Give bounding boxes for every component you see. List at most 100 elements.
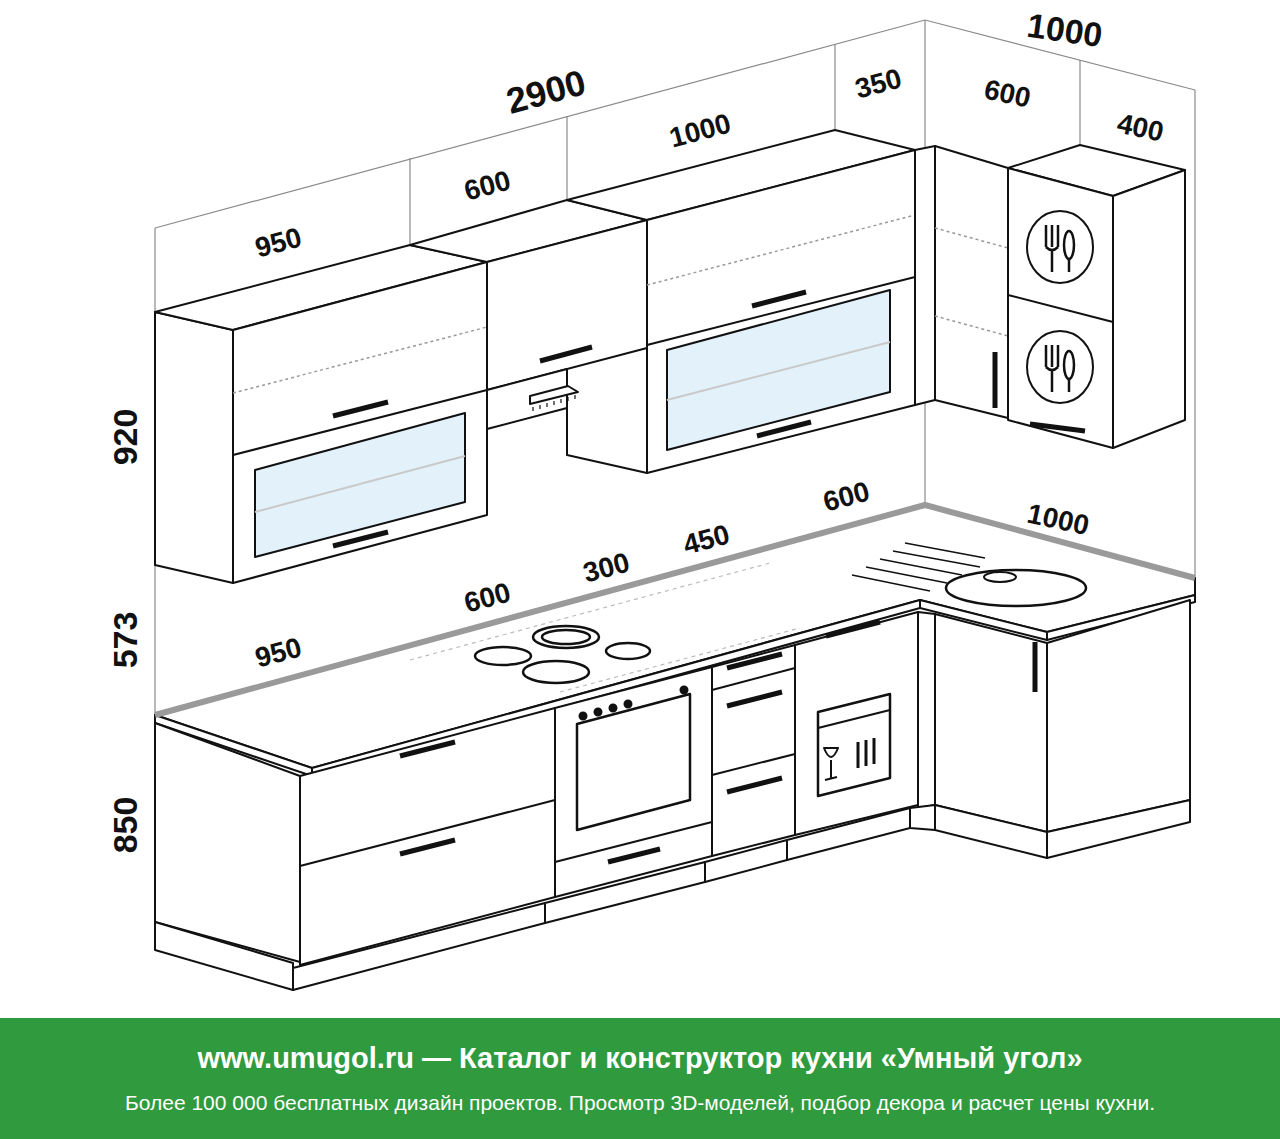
oven-cabinet: [545, 667, 712, 923]
hob-part: [523, 661, 589, 683]
drawer-unit-part: [712, 754, 795, 775]
upper-corner-cabinet: [915, 146, 1008, 418]
sink-part: [946, 570, 1086, 606]
drawer-unit-part: [712, 668, 795, 690]
wall-outline-part: [566, 116, 567, 200]
wall-outline-part: [834, 44, 835, 130]
sink-part: [852, 543, 985, 591]
oven-cabinet-part: [555, 667, 712, 897]
wall-outline-part: [1079, 60, 1080, 145]
upper-tall-cabinet-part: [1046, 225, 1058, 272]
upper-cabinet-left-part: [233, 327, 487, 393]
oven-cabinet-part: [608, 849, 660, 862]
lower-corner-cabinet-part: [935, 805, 1047, 858]
wall-outline-part: [409, 158, 410, 245]
wall-outline-part: [1194, 90, 1195, 580]
footer-heading: www.umugol.ru — Каталог и конструктор ку…: [197, 1043, 1082, 1075]
upper-tall-cabinet-part: [1027, 211, 1093, 283]
upper-corner-cabinet-part: [915, 146, 935, 405]
upper-cabinet-left-part: [255, 413, 465, 557]
oven-cabinet-part: [580, 713, 587, 720]
dimension-label: 1000: [666, 109, 733, 152]
dishwasher: [787, 612, 918, 860]
lower-corner-cabinet: [910, 600, 1190, 858]
upper-tall-cabinet-part: [1064, 231, 1074, 259]
dimension-label: 850: [108, 797, 142, 854]
lower-cabinet-drawers-part: [400, 742, 455, 756]
upper-corner-cabinet-part: [935, 228, 1008, 248]
hood-cabinet: [410, 200, 647, 429]
hood-cabinet-part: [487, 220, 647, 390]
sink: [852, 543, 1086, 606]
lower-corner-cabinet-part: [918, 612, 935, 808]
oven-cabinet-part: [625, 701, 632, 708]
dimension-label: 573: [108, 612, 142, 669]
dishwasher-part: [795, 612, 918, 835]
drawer-unit-part: [705, 840, 787, 882]
lower-corner-cabinet-part: [1033, 642, 1038, 692]
drawer-unit-part: [712, 645, 795, 856]
oven-cabinet-part: [545, 862, 705, 923]
upper-corner-cabinet-part: [935, 316, 1008, 336]
hood-cabinet-part: [533, 395, 575, 411]
dishwasher-part: [826, 622, 880, 636]
dimension-label: 2900: [503, 64, 590, 120]
dishwasher-part: [818, 694, 890, 796]
lower-cabinet-drawers-part: [293, 903, 545, 990]
oven-cabinet-part: [610, 705, 617, 712]
upper-tall-cabinet-part: [1064, 351, 1074, 379]
hob-part: [533, 626, 599, 648]
dimension-label: 600: [461, 166, 513, 205]
dimension-label: 400: [1114, 109, 1166, 146]
lower-corner-cabinet-part: [1047, 600, 1190, 832]
upper-tall-cabinet-part: [1046, 345, 1058, 392]
upper-tall-cabinet-part: [1008, 295, 1113, 322]
hood-cabinet-part: [540, 347, 592, 361]
footer-band: www.umugol.ru — Каталог и конструктор ку…: [0, 1018, 1280, 1139]
dimension-label: 350: [852, 64, 904, 103]
dimension-label: 920: [108, 409, 142, 466]
upper-tall-cabinet-part: [1113, 170, 1185, 448]
upper-tall-cabinet: [1008, 145, 1185, 448]
upper-corner-cabinet-part: [935, 146, 1008, 418]
dimension-label: 950: [252, 223, 304, 262]
upper-cabinet-left-part: [333, 532, 388, 546]
sink-part: [984, 572, 1016, 582]
dishwasher-part: [824, 748, 838, 780]
upper-cabinet-glass-part: [647, 150, 915, 473]
oven-cabinet-part: [577, 694, 690, 830]
oven-cabinet-part: [555, 822, 712, 862]
oven-cabinet-part: [681, 687, 688, 694]
lower-cabinet-drawers-part: [400, 840, 455, 854]
upper-cabinet-left-part: [155, 312, 233, 583]
upper-tall-cabinet-part: [1027, 331, 1093, 403]
upper-cabinet-glass-part: [667, 290, 890, 450]
dimension-label: 300: [580, 548, 632, 587]
hob: [475, 626, 650, 683]
upper-cabinet-left: [155, 245, 487, 583]
hob-part: [475, 647, 531, 665]
lower-cabinet-drawers-part: [155, 723, 300, 962]
upper-tall-cabinet-part: [1008, 168, 1113, 448]
lower-cabinet-drawers-part: [300, 800, 555, 866]
lower-corner-cabinet-part: [1047, 800, 1190, 858]
upper-tall-cabinet-part: [1068, 259, 1071, 272]
lower-cabinet-drawers-part: [155, 922, 293, 990]
upper-tall-cabinet-part: [1030, 424, 1085, 431]
upper-cabinet-glass: [567, 130, 915, 473]
dimension-label: 600: [981, 75, 1033, 112]
hood-cabinet-part: [487, 369, 567, 429]
hob-part: [542, 630, 590, 644]
upper-tall-cabinet-part: [1068, 379, 1071, 392]
dishwasher-part: [818, 710, 890, 728]
upper-cabinet-glass-part: [667, 342, 890, 400]
dimension-label: 600: [461, 578, 513, 617]
dimension-label: 600: [820, 477, 872, 516]
footer-subline: Более 100 000 бесплатных дизайн проектов…: [125, 1091, 1155, 1114]
hob-part: [606, 643, 650, 659]
dimension-label: 1000: [1025, 8, 1105, 52]
drawer-unit-part: [727, 778, 782, 792]
lower-corner-cabinet-part: [935, 614, 1047, 832]
